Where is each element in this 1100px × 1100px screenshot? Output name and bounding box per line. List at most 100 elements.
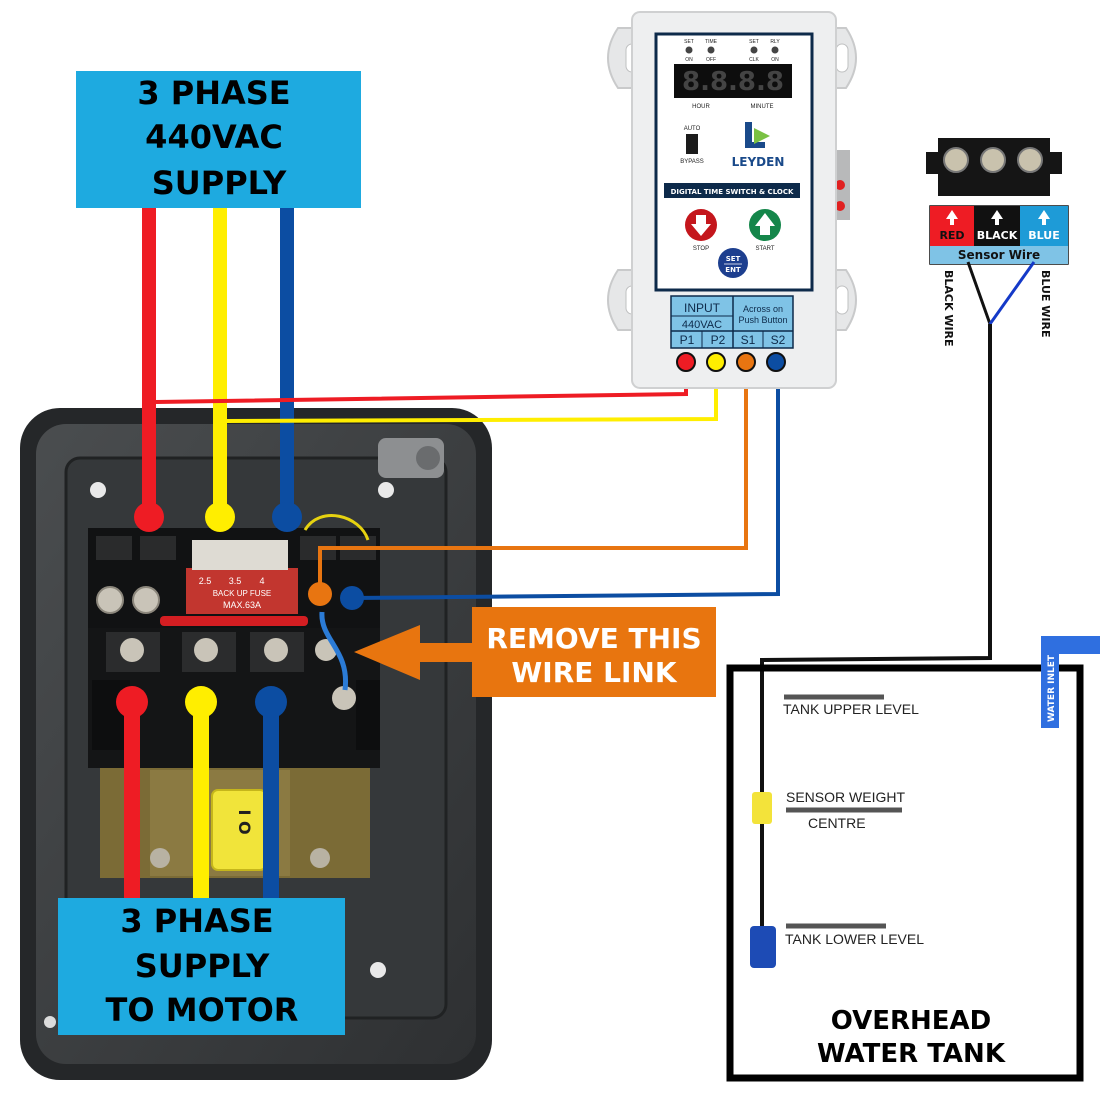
led-label-rly-on-bottom: ON: [771, 57, 779, 63]
blue-label: BLUE: [1028, 229, 1059, 242]
product-name: DIGITAL TIME SWITCH & CLOCK: [671, 188, 794, 196]
blue-control-wire: [351, 360, 780, 600]
black-label: BLACK: [977, 229, 1018, 242]
yellow-motor-wire: [193, 702, 209, 902]
led-label-time-off-bottom: OFF: [706, 57, 716, 63]
mount-hole-br: [370, 962, 386, 978]
motor-label: 3 PHASE SUPPLY TO MOTOR: [58, 898, 345, 1035]
mount-hole-tl: [90, 482, 106, 498]
terminal-s1: S1: [741, 333, 756, 347]
tank-title-line1: OVERHEAD: [831, 1006, 992, 1036]
red-supply-wire: [142, 208, 156, 518]
terminal-p1: P1: [680, 333, 695, 347]
mount-hole-tr: [378, 482, 394, 498]
across-line2: Push Button: [738, 315, 787, 325]
red-control-wire: [155, 360, 688, 404]
led-label-rly-on-top: RLY: [770, 39, 780, 45]
input-terminal-block: [670, 295, 794, 349]
led-rly-on: [771, 46, 779, 54]
terminal-s2: S2: [771, 333, 786, 347]
p2-terminal-dot: [706, 352, 726, 372]
minute-label: MINUTE: [751, 104, 774, 110]
led-label-set-on-bottom: ON: [685, 57, 693, 63]
auto-label: AUTO: [684, 126, 701, 132]
blue-motor-terminal: [255, 686, 287, 718]
p1-terminal-dot: [676, 352, 696, 372]
fuse-scale-1: 2.5: [199, 576, 212, 586]
voltage-label: 440VAC: [682, 319, 722, 331]
motor-line1: 3 PHASE: [120, 902, 273, 940]
red-supply-terminal: [134, 502, 164, 532]
led-set-on: [685, 46, 693, 54]
led-label-set-clk-bottom: CLK: [749, 57, 759, 63]
clock-display: [674, 64, 792, 98]
black-wire-label: BLACK WIRE: [942, 270, 955, 347]
set-ent-button: [718, 248, 748, 278]
supply-wires: [134, 208, 302, 532]
led-label-set-on-top: SET: [684, 39, 694, 45]
clock-display-digits: 8.8.8.8: [682, 67, 784, 97]
supply-line3: SUPPLY: [152, 164, 287, 202]
sensor-cable: [760, 324, 992, 792]
up-arrow-icon: [755, 213, 775, 235]
red-motor-wire: [124, 702, 140, 902]
water-inlet-pipe: [1041, 636, 1100, 728]
yellow-coil-lead: [303, 514, 370, 541]
blue-wire-label: BLUE WIRE: [1039, 270, 1052, 338]
motor-wires: [116, 686, 287, 902]
motor-line2: SUPPLY: [135, 947, 270, 985]
fuse-rating: MAX.63A: [223, 600, 261, 610]
callout-arrow: [354, 625, 472, 680]
product-banner: [664, 183, 800, 198]
led-set-clk: [750, 46, 758, 54]
mount-hole-ml: [44, 1016, 56, 1028]
yellow-motor-terminal: [185, 686, 217, 718]
fuse-scale-2: 3.5: [229, 576, 242, 586]
water-tank: WATER INLET TANK UPPER LEVEL SENSOR WEIG…: [726, 636, 1100, 1082]
led-label-set-clk-top: SET: [749, 39, 759, 45]
weight-label-line2: CENTRE: [808, 815, 866, 831]
upper-level-label: TANK UPPER LEVEL: [783, 701, 919, 717]
start-label: START: [755, 246, 774, 252]
led-time-off: [707, 46, 715, 54]
supply-line2: 440VAC: [145, 118, 283, 156]
brand-name: LEYDEN: [732, 155, 785, 169]
remove-link-callout: REMOVE THIS WIRE LINK: [354, 607, 716, 697]
red-label: RED: [939, 229, 964, 242]
hour-label: HOUR: [692, 104, 710, 110]
leyden-logo-icon: [745, 122, 770, 148]
orange-control-wire: [318, 360, 748, 594]
switch-mark: I O: [235, 809, 254, 834]
callout-line1: REMOVE THIS: [486, 622, 701, 655]
blue-motor-wire: [263, 702, 279, 902]
weight-label-line1: SENSOR WEIGHT: [786, 789, 905, 805]
input-label: INPUT: [684, 301, 721, 315]
sensor-wire-title: Sensor Wire: [958, 248, 1040, 262]
wire-link: [319, 611, 349, 691]
sensor-float-icon: [750, 926, 776, 968]
across-line1: Across on: [743, 304, 783, 314]
sensor-weight-icon: [752, 792, 772, 824]
s1-terminal-dot: [736, 352, 756, 372]
stop-label: STOP: [693, 246, 709, 252]
lower-level-label: TANK LOWER LEVEL: [785, 931, 924, 947]
bypass-label: BYPASS: [680, 159, 704, 165]
fuse-label: BACK UP FUSE: [213, 589, 272, 598]
supply-label: 3 PHASE 440VAC SUPPLY: [76, 71, 361, 208]
terminal-p2: P2: [711, 333, 726, 347]
backup-fuse: [186, 568, 298, 614]
black-sensor-wire: [966, 261, 992, 325]
set-label: SET: [726, 255, 741, 263]
yellow-supply-terminal: [205, 502, 235, 532]
down-arrow-icon: [691, 215, 711, 236]
red-motor-terminal: [116, 686, 148, 718]
s2-terminal-dot: [766, 352, 786, 372]
motor-line3: TO MOTOR: [106, 991, 299, 1029]
blue-sensor-wire: [988, 261, 1036, 325]
sensor-connector: RED BLACK BLUE Sensor Wire BLACK WIRE BL…: [760, 138, 1069, 792]
auto-bypass-switch: [686, 134, 698, 154]
yellow-supply-wire: [213, 208, 227, 518]
orange-s1-terminal: [308, 582, 332, 606]
tank-title-line2: WATER TANK: [817, 1039, 1006, 1069]
